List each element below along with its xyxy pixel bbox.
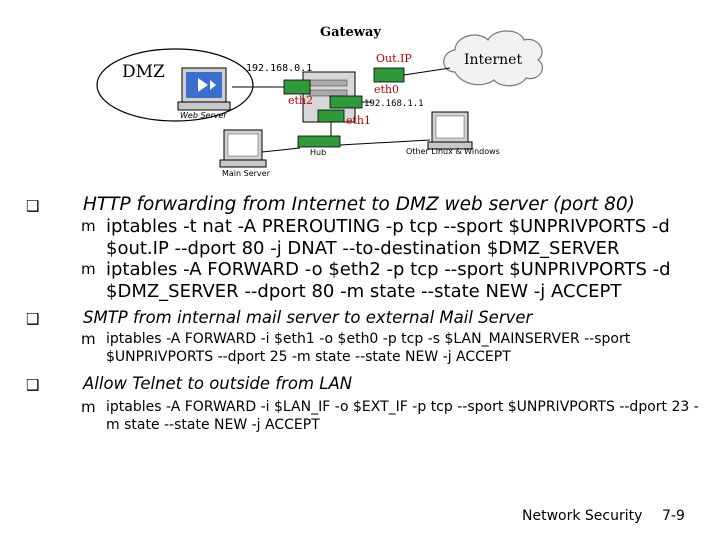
bullet-http: ❑ HTTP forwarding from Internet to DMZ w… xyxy=(26,194,706,216)
out-ip-label: Out.IP xyxy=(376,52,412,65)
nic-board-out xyxy=(373,67,405,83)
dmz-ip-label: 192.168.0.1 xyxy=(246,63,313,74)
web-server-label: Web Server xyxy=(180,111,227,120)
hub-device xyxy=(297,135,341,148)
dmz-zone-ellipse xyxy=(96,48,254,122)
nic-board-eth2 xyxy=(283,79,311,95)
eth0-ip-label: 192.168.1.1 xyxy=(364,99,424,109)
eth0-label: eth0 xyxy=(374,83,400,96)
bullet-square-icon: ❑ xyxy=(26,197,40,215)
nic-board-eth1 xyxy=(317,109,345,123)
sub-bullet-forward-eth2-text: iptables -A FORWARD -o $eth2 -p tcp --sp… xyxy=(106,259,671,302)
footer-course: Network Security xyxy=(522,508,643,524)
eth2-label: eth2 xyxy=(288,94,314,107)
dmz-label: DMZ xyxy=(122,62,165,82)
sub-bullet-forward-eth2: m iptables -A FORWARD -o $eth2 -p tcp --… xyxy=(26,259,706,302)
bullet-square-icon: ❑ xyxy=(26,310,40,328)
bullet-smtp-text: SMTP from internal mail server to extern… xyxy=(83,308,533,327)
bullet-http-text: HTTP forwarding from Internet to DMZ web… xyxy=(83,194,635,215)
gateway-drive-2 xyxy=(308,89,348,97)
other-hosts-computer-icon xyxy=(427,111,473,150)
internet-label: Internet xyxy=(464,52,523,68)
sub-bullet-icon: m xyxy=(81,260,96,278)
bullet-smtp: ❑ SMTP from internal mail server to exte… xyxy=(26,308,706,328)
footer-page-number: 7-9 xyxy=(662,508,685,524)
other-hosts-label: Other Linux & Windows xyxy=(406,147,500,156)
sub-bullet-icon: m xyxy=(81,217,96,235)
sub-bullet-smtp-rule-text: iptables -A FORWARD -i $eth1 -o $eth0 -p… xyxy=(106,331,631,365)
sub-bullet-telnet-rule-text: iptables -A FORWARD -i $LAN_IF -o $EXT_I… xyxy=(106,399,699,433)
sub-bullet-icon: m xyxy=(81,330,96,348)
mail-server-computer-icon xyxy=(219,129,267,168)
bullet-telnet: ❑ Allow Telnet to outside from LAN xyxy=(26,374,706,394)
bullet-list: ❑ HTTP forwarding from Internet to DMZ w… xyxy=(26,194,706,434)
eth1-label: eth1 xyxy=(346,114,372,127)
gateway-label: Gateway xyxy=(320,25,381,40)
web-server-computer-icon xyxy=(177,67,231,111)
sub-bullet-prerouting-text: iptables -t nat -A PREROUTING -p tcp --s… xyxy=(106,216,670,259)
mail-server-label: Main Server xyxy=(222,169,270,178)
sub-bullet-prerouting: m iptables -t nat -A PREROUTING -p tcp -… xyxy=(26,216,706,259)
internet-cloud-icon xyxy=(443,30,543,87)
nic-board-eth0 xyxy=(329,95,363,109)
hub-label: Hub xyxy=(310,148,327,157)
sub-bullet-telnet-rule: m iptables -A FORWARD -i $LAN_IF -o $EXT… xyxy=(26,398,706,434)
network-diagram xyxy=(96,30,543,168)
gateway-drive xyxy=(308,79,348,87)
bullet-telnet-text: Allow Telnet to outside from LAN xyxy=(83,374,353,393)
bullet-square-icon: ❑ xyxy=(26,376,40,394)
sub-bullet-smtp-rule: m iptables -A FORWARD -i $eth1 -o $eth0 … xyxy=(26,330,706,366)
sub-bullet-icon: m xyxy=(81,398,96,416)
